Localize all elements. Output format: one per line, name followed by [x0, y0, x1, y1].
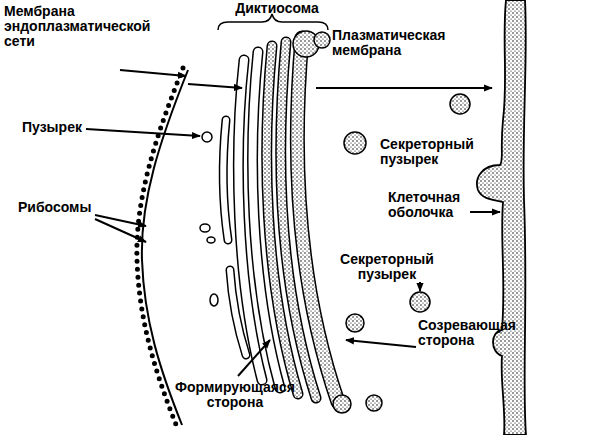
er-membrane [137, 68, 188, 427]
ribosome-dots [137, 68, 183, 427]
part-label: Диктиосома [222, 1, 332, 16]
part-label: Рибосомы [18, 200, 108, 215]
dictyosome [218, 14, 351, 413]
dictyosome-bracket [218, 14, 328, 30]
cisternae-outlines [223, 38, 338, 402]
er-membrane-line [142, 70, 188, 425]
part-label: Клеточная оболочка [388, 190, 478, 220]
part-label: Секреторный пузырек [332, 252, 442, 282]
cell-wall [477, 0, 526, 435]
cisternae-lumen [223, 38, 338, 402]
part-label: Секреторный пузырек [380, 137, 476, 167]
part-label: Мембрана эндоплазматической сети [4, 4, 154, 49]
part-label: Формирующаяся сторона [160, 380, 310, 410]
part-label: Пузырек [22, 120, 102, 135]
part-label: Плазматическая мембрана [332, 28, 502, 58]
part-label: Созревающая сторона [418, 318, 508, 348]
transport-vesicles [200, 132, 218, 306]
